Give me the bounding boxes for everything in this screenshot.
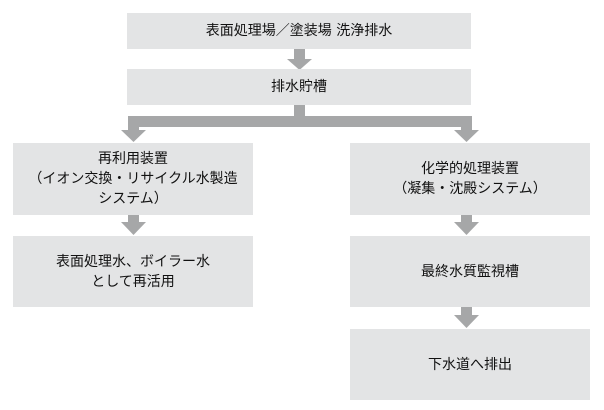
node-reuse-system: 再利用装置 （イオン交換・リサイクル水製造 システム） [13, 143, 253, 215]
node-reuse-output: 表面処理水、ボイラー水 として再活用 [13, 236, 253, 307]
node-source: 表面処理場／塗装場 洗浄排水 [127, 13, 471, 49]
arrow-chem-to-monitor [454, 214, 479, 235]
node-source-text: 表面処理場／塗装場 洗浄排水 [205, 23, 393, 39]
node-reuse-system-text: 再利用装置 （イオン交換・リサイクル水製造 システム） [28, 151, 238, 207]
node-chemical-treatment: 化学的処理装置 （凝集・沈殿システム） [350, 143, 590, 215]
arrow-reuse-to-output [121, 214, 146, 235]
node-final-monitoring-tank-text: 最終水質監視槽 [421, 263, 519, 280]
node-sewer-discharge-text: 下水道へ排出 [428, 356, 512, 373]
node-sewer-discharge: 下水道へ排出 [350, 329, 590, 400]
node-chemical-treatment-text: 化学的処理装置 （凝集・沈殿システム） [393, 161, 547, 197]
arrow-monitor-to-sewer [454, 306, 479, 328]
node-storage-tank-text: 排水貯槽 [271, 79, 327, 95]
arrow-source-to-storage [287, 48, 312, 70]
arrow-storage-split [121, 104, 479, 142]
node-final-monitoring-tank: 最終水質監視槽 [350, 236, 590, 307]
node-reuse-output-text: 表面処理水、ボイラー水 として再活用 [56, 253, 210, 290]
node-storage-tank: 排水貯槽 [127, 69, 471, 105]
